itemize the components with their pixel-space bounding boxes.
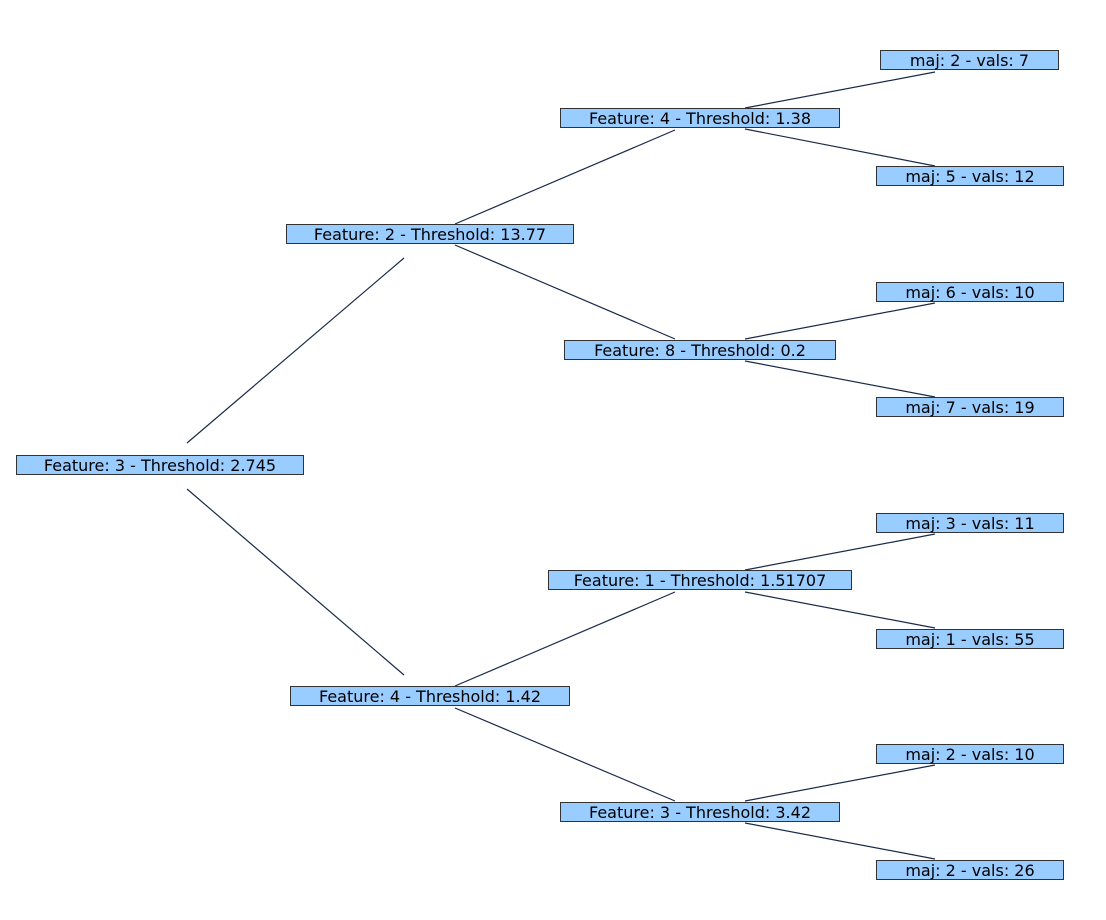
edge-feature2-to-feature4a	[454, 129, 676, 225]
edge-feature4b-to-feature3	[454, 707, 676, 802]
node-feature1: Feature: 1 - Threshold: 1.51707	[548, 570, 852, 590]
edge-feature1-to-leaf6	[744, 591, 936, 629]
leaf-node: maj: 6 - vals: 10	[876, 282, 1064, 302]
node-feature4a: Feature: 4 - Threshold: 1.38	[560, 108, 840, 128]
leaf-node: maj: 2 - vals: 7	[880, 50, 1059, 70]
node-feature8: Feature: 8 - Threshold: 0.2	[564, 340, 836, 360]
edge-root-to-feature2	[186, 257, 405, 444]
edge-feature8-to-leaf3	[744, 302, 936, 340]
leaf-node: maj: 3 - vals: 11	[876, 513, 1064, 533]
node-feature2: Feature: 2 - Threshold: 13.77	[286, 224, 574, 244]
edge-feature4b-to-feature1	[454, 591, 676, 687]
edge-feature1-to-leaf5	[744, 533, 936, 571]
node-feature4b: Feature: 4 - Threshold: 1.42	[290, 686, 570, 706]
root-node: Feature: 3 - Threshold: 2.745	[16, 455, 304, 475]
edge-feature8-to-leaf4	[744, 360, 936, 398]
leaf-node: maj: 2 - vals: 26	[876, 860, 1064, 880]
leaf-node: maj: 2 - vals: 10	[876, 744, 1064, 764]
edge-feature3-to-leaf8	[744, 822, 936, 860]
leaf-node: maj: 7 - vals: 19	[876, 397, 1064, 417]
leaf-node: maj: 5 - vals: 12	[876, 166, 1064, 186]
edge-feature4a-to-leaf1	[744, 71, 936, 109]
edge-root-to-feature4b	[186, 488, 405, 676]
edge-feature3-to-leaf7	[744, 764, 936, 802]
edge-feature4a-to-leaf2	[744, 128, 936, 167]
leaf-node: maj: 1 - vals: 55	[876, 629, 1064, 649]
edge-feature2-to-feature8	[454, 244, 676, 340]
node-feature3: Feature: 3 - Threshold: 3.42	[560, 802, 840, 822]
